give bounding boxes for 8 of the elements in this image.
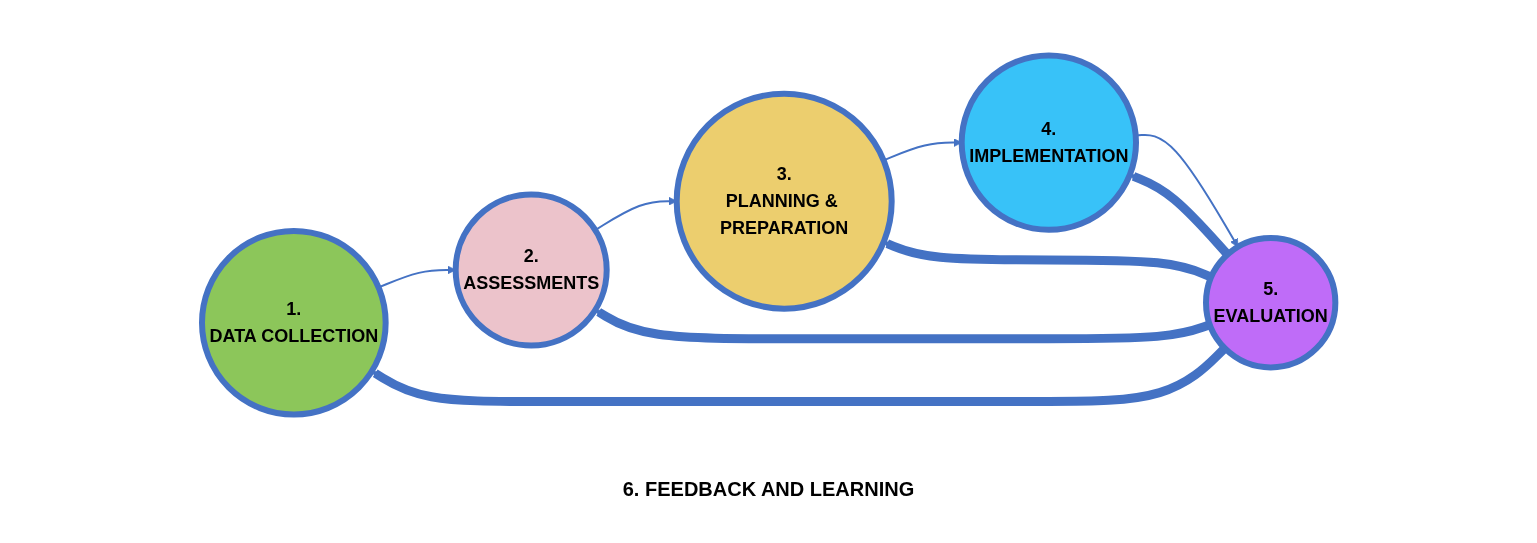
node-circle: 1. DATA COLLECTION	[198, 227, 389, 418]
node-circle: 2. ASSESSMENTS	[452, 191, 610, 349]
node-circle: 4. IMPLEMENTATION	[958, 52, 1139, 233]
node-circle: 5. EVALUATION	[1202, 235, 1339, 371]
feedback-caption: 6. FEEDBACK AND LEARNING	[622, 478, 915, 501]
arrow	[1129, 172, 1231, 258]
node-circle: 3. PLANNING & PREPARATION	[673, 90, 895, 312]
arrow	[371, 345, 1228, 406]
